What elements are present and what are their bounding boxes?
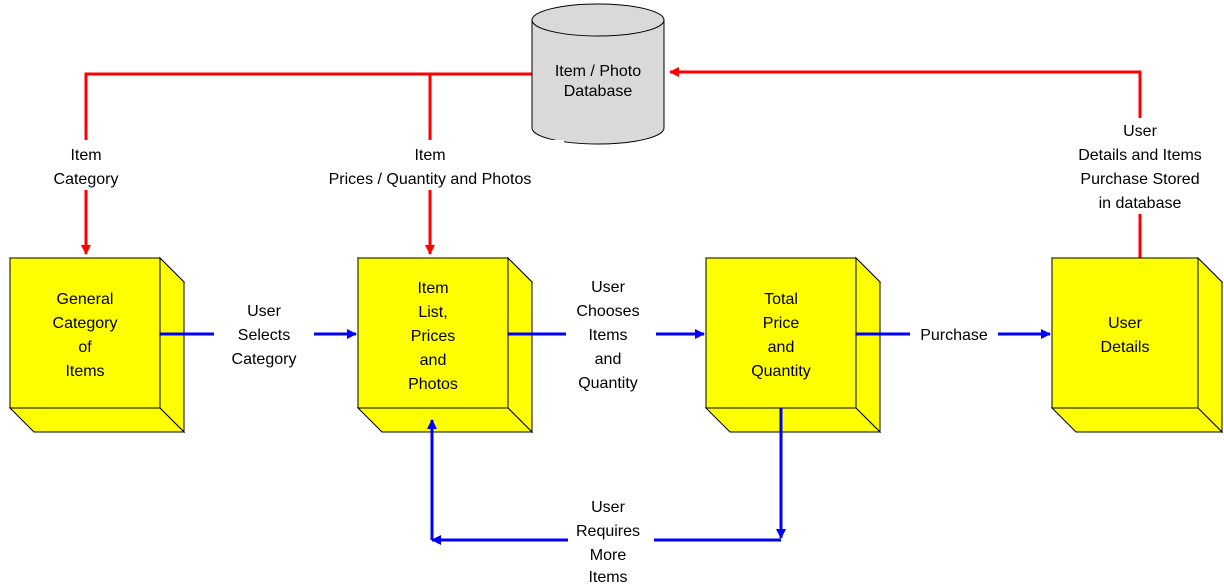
- svg-text:and: and: [595, 351, 622, 368]
- user-chooses-label: User Chooses Items and Quantity: [576, 279, 639, 392]
- database-label-line1: Item / Photo: [555, 63, 641, 80]
- svg-text:and: and: [768, 339, 795, 356]
- svg-text:Items: Items: [65, 363, 104, 380]
- item-prices-label: Item Prices / Quantity and Photos: [329, 147, 532, 188]
- svg-text:and: and: [420, 352, 447, 369]
- box-total-price: Total Price and Quantity: [704, 256, 882, 434]
- box-general-category: General Category of Items: [8, 256, 186, 434]
- svg-text:Prices: Prices: [411, 328, 455, 345]
- svg-text:Prices / Quantity and Photos: Prices / Quantity and Photos: [329, 171, 532, 188]
- svg-text:Chooses: Chooses: [576, 303, 639, 320]
- svg-text:Item: Item: [414, 147, 445, 164]
- svg-text:Item: Item: [417, 280, 448, 297]
- db-to-general-arrow: [81, 72, 532, 255]
- svg-text:Item: Item: [70, 147, 101, 164]
- svg-text:User: User: [591, 499, 625, 516]
- svg-text:Selects: Selects: [238, 327, 290, 344]
- svg-text:More: More: [590, 547, 627, 564]
- svg-text:Category: Category: [54, 171, 119, 188]
- svg-text:Purchase: Purchase: [920, 327, 988, 344]
- svg-text:Category: Category: [53, 315, 118, 332]
- svg-text:Category: Category: [232, 351, 297, 368]
- purchase-label: Purchase: [920, 327, 988, 344]
- item-category-label: Item Category: [54, 147, 119, 188]
- svg-text:Photos: Photos: [408, 376, 458, 393]
- svg-text:of: of: [78, 339, 92, 356]
- svg-text:User: User: [247, 303, 281, 320]
- svg-text:User: User: [1123, 123, 1157, 140]
- svg-text:General: General: [57, 291, 114, 308]
- svg-text:Items: Items: [588, 569, 627, 584]
- user-requires-label: User Requires More Items: [576, 499, 640, 584]
- svg-text:Items: Items: [588, 327, 627, 344]
- svg-text:Details and Items: Details and Items: [1078, 147, 1202, 164]
- box-item-list: Item List, Prices and Photos: [356, 256, 534, 434]
- svg-text:Details: Details: [1101, 339, 1150, 356]
- svg-text:List,: List,: [418, 304, 447, 321]
- svg-text:User: User: [591, 279, 625, 296]
- database-cylinder: Item / Photo Database: [531, 3, 665, 145]
- user-details-stored-label: User Details and Items Purchase Stored i…: [1078, 123, 1202, 212]
- svg-text:User: User: [1108, 315, 1142, 332]
- svg-text:Total: Total: [764, 291, 798, 308]
- box-user-details: User Details: [1050, 256, 1224, 434]
- svg-text:Quantity: Quantity: [578, 375, 638, 392]
- svg-text:Quantity: Quantity: [751, 363, 811, 380]
- svg-text:in database: in database: [1099, 195, 1182, 212]
- svg-text:Requires: Requires: [576, 523, 640, 540]
- database-label-line2: Database: [564, 83, 633, 100]
- svg-text:Purchase Stored: Purchase Stored: [1080, 171, 1199, 188]
- svg-text:Price: Price: [763, 315, 800, 332]
- user-selects-label: User Selects Category: [232, 303, 297, 368]
